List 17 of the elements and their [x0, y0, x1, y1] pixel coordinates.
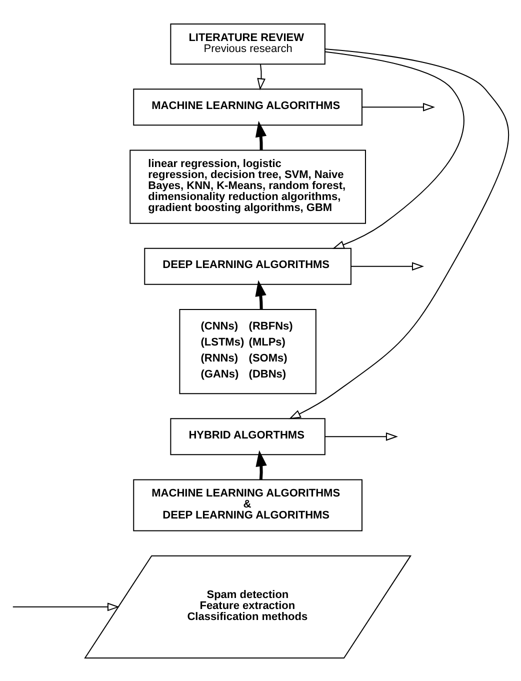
arrow — [324, 50, 464, 248]
node-box: HYBRID ALGORTHMS — [170, 418, 326, 455]
node-box: LITERATURE REVIEW Previous research — [170, 23, 326, 64]
node-box: MACHINE LEARNING ALGORITHMS — [133, 88, 362, 126]
arrow — [350, 262, 424, 270]
node-box: linear regression, logistic regression, decision tree, SVM, Naive Bayes, KNN, K-Means, random forest, dimensionality reduction algorithms, gradient boosting algorithms, GBM — [130, 149, 366, 224]
arrow — [362, 102, 436, 111]
node-box: (CNNs) (RBFNs) (LSTMs) (MLPs) (RNNs) (SOMs) (GANs) (DBNs) — [179, 308, 316, 394]
node-box: DEEP LEARNING ALGORITHMS — [144, 247, 352, 284]
node-box: MACHINE LEARNING ALGORITHMS & DEEP LEARNING ALGORITHMS — [133, 478, 362, 531]
arrow — [324, 432, 398, 440]
arrow — [288, 48, 510, 419]
arrow — [256, 450, 267, 480]
arrow — [12, 602, 120, 611]
arrow — [255, 280, 266, 309]
arrow — [255, 120, 267, 150]
arrow — [257, 63, 266, 90]
